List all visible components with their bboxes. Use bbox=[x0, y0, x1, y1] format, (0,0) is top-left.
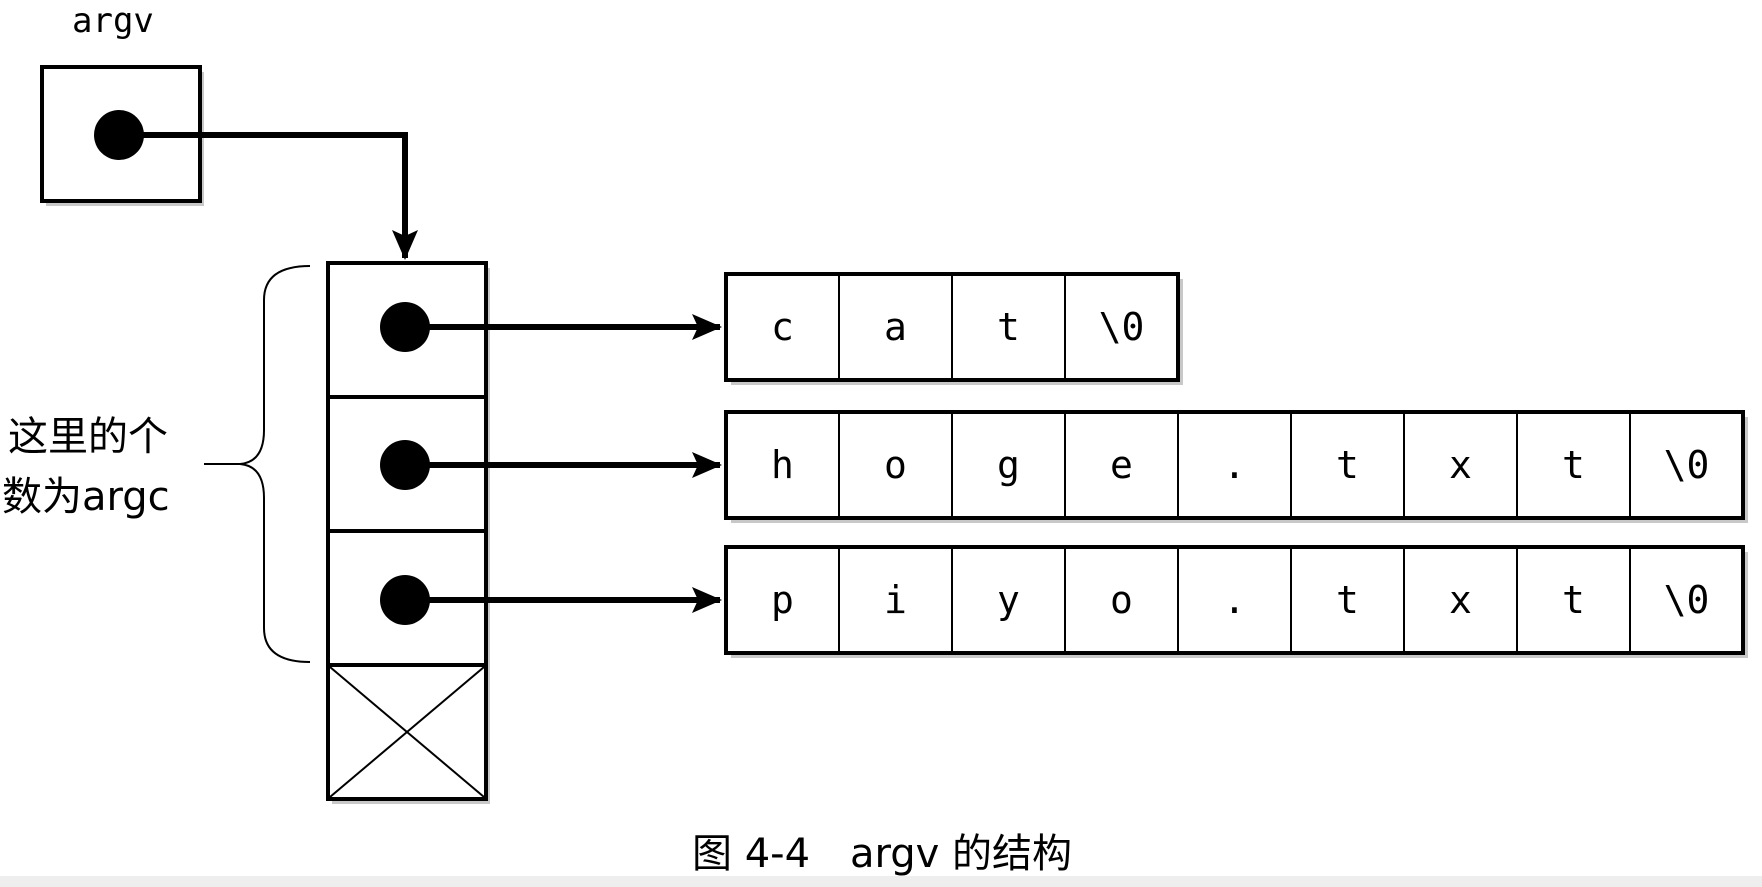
string-char: i bbox=[884, 578, 907, 622]
string-char: e bbox=[1110, 443, 1133, 487]
string-char: . bbox=[1223, 578, 1246, 622]
string-char: \0 bbox=[1099, 305, 1145, 349]
argc-note-line-1: 这里的个 bbox=[8, 414, 168, 460]
figure-caption-number: 图 4-4 bbox=[692, 831, 810, 877]
argc-note-line-2: 数为argc bbox=[2, 474, 170, 520]
string-box bbox=[724, 545, 1745, 655]
string-char: h bbox=[771, 443, 794, 487]
string-char: . bbox=[1223, 443, 1246, 487]
string-char: t bbox=[1336, 443, 1359, 487]
string-char: y bbox=[997, 578, 1020, 622]
null-cell-cross bbox=[329, 666, 485, 798]
string-char: t bbox=[997, 305, 1020, 349]
string-char: x bbox=[1449, 443, 1472, 487]
string-char: a bbox=[884, 305, 907, 349]
bottom-strip bbox=[0, 876, 1762, 887]
string-box bbox=[724, 410, 1745, 520]
string-char: p bbox=[771, 578, 794, 622]
string-char: x bbox=[1449, 578, 1472, 622]
string-char: c bbox=[771, 305, 794, 349]
figure-caption-text: argv 的结构 bbox=[850, 831, 1072, 877]
argv-label: argv bbox=[72, 1, 154, 41]
string-char: g bbox=[997, 443, 1020, 487]
string-char: t bbox=[1562, 443, 1585, 487]
argv-pointer-arrow bbox=[119, 132, 418, 260]
argc-brace bbox=[239, 265, 311, 663]
string-char: o bbox=[884, 443, 907, 487]
string-char: t bbox=[1562, 578, 1585, 622]
string-char: \0 bbox=[1664, 578, 1710, 622]
string-char: t bbox=[1336, 578, 1359, 622]
string-rows: c a t \0 h o g e. t x t \0 p i y o. t x t \0 bbox=[724, 272, 1748, 658]
string-char: \0 bbox=[1664, 443, 1710, 487]
string-char: o bbox=[1110, 578, 1133, 622]
